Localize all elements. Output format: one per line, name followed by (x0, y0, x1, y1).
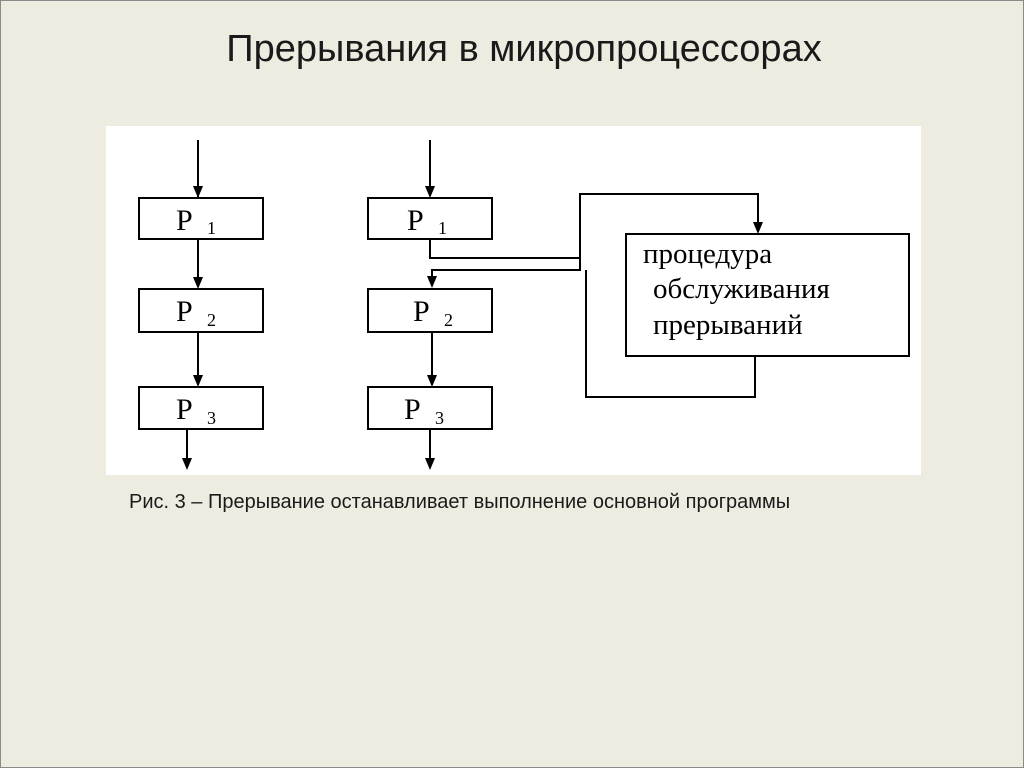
figure-caption: Рис. 3 – Прерывание останавливает выполн… (129, 491, 791, 513)
left-block-p2 (138, 288, 264, 333)
interrupt-return-line (431, 258, 581, 276)
interrupt-call-arrowhead (753, 222, 763, 234)
right-block-p2 (367, 288, 493, 333)
left-program-flow: P 1 P 2 P 3 (138, 140, 264, 470)
right-block-p2-letter: P (413, 295, 430, 328)
left-arrow-p1-p2-head (193, 277, 203, 289)
handler-line-2: обслуживания (653, 273, 830, 305)
interrupted-program-flow: P 1 P 2 P 3 (367, 140, 763, 470)
right-block-p3-letter: P (404, 393, 421, 426)
right-entry-arrowhead (425, 186, 435, 198)
interrupt-return-arrowhead (427, 276, 437, 288)
left-arrow-p2-p3-head (193, 375, 203, 387)
left-block-p2-index: 2 (207, 310, 216, 330)
right-block-p3-index: 3 (435, 408, 444, 428)
slide-title: Прерывания в микропроцессорах (226, 28, 822, 70)
right-block-p1-letter: P (407, 204, 424, 237)
left-block-p3-index: 3 (207, 408, 216, 428)
interrupt-handler: процедура обслуживания прерываний (585, 233, 910, 398)
left-block-p1-index: 1 (207, 218, 216, 238)
right-block-p1-index: 1 (438, 218, 447, 238)
right-arrow-p2-p3-head (427, 375, 437, 387)
handler-return-line (585, 270, 756, 398)
left-block-p1 (138, 197, 264, 240)
left-exit-arrowhead (182, 458, 192, 470)
right-exit-arrowhead (425, 458, 435, 470)
handler-line-3: прерываний (653, 309, 803, 341)
handler-line-1: процедура (643, 238, 772, 270)
left-block-p3 (138, 386, 264, 430)
left-block-p2-letter: P (176, 295, 193, 328)
right-block-p2-index: 2 (444, 310, 453, 330)
interrupt-handler-box (625, 233, 910, 357)
left-block-p1-letter: P (176, 204, 193, 237)
interrupt-diagram: P 1 P 2 P 3 P 1 (106, 126, 921, 475)
right-block-p1 (367, 197, 493, 240)
left-entry-arrowhead (193, 186, 203, 198)
right-block-p3 (367, 386, 493, 430)
interrupt-call-line (429, 193, 759, 259)
left-block-p3-letter: P (176, 393, 193, 426)
